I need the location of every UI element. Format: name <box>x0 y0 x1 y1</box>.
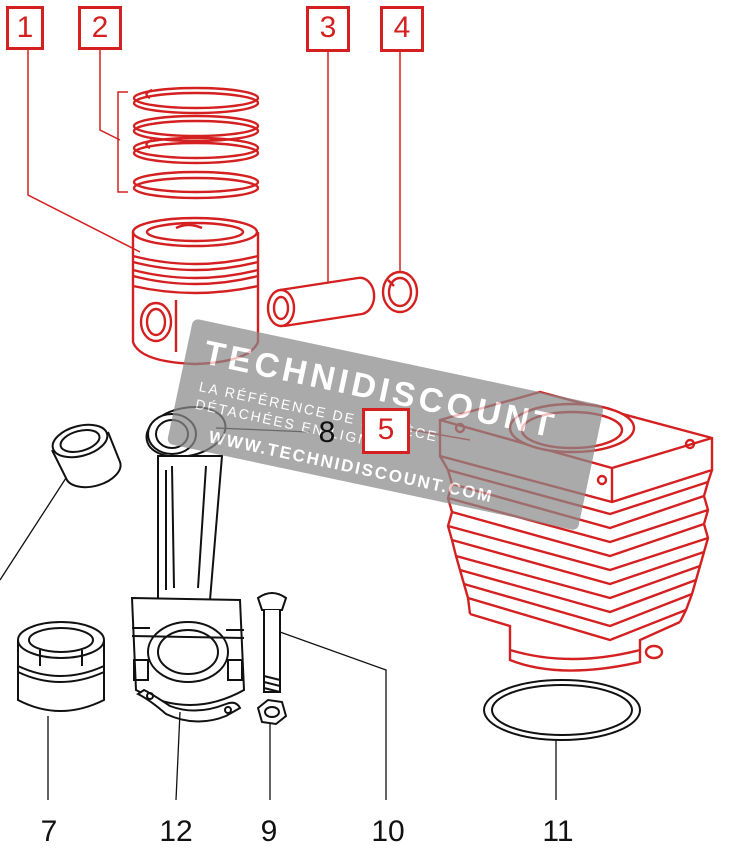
con-rod-bolt <box>256 592 288 693</box>
circlip <box>381 270 419 314</box>
callout-3: 3 <box>306 6 350 52</box>
con-rod-nut <box>256 698 288 726</box>
callout-1: 1 <box>6 6 44 50</box>
callout-9: 9 <box>260 815 278 848</box>
callout-11: 11 <box>542 815 574 848</box>
callout-10: 10 <box>371 815 405 848</box>
callout-2: 2 <box>78 6 122 50</box>
callout-8: 8 <box>318 416 336 449</box>
big-end-bearing <box>17 621 105 712</box>
callout-7: 7 <box>40 815 58 848</box>
callout-5: 5 <box>362 408 410 454</box>
piston-rings <box>117 86 260 200</box>
piston-pin <box>266 276 376 328</box>
small-end-bushing <box>51 423 122 489</box>
callout-4: 4 <box>380 6 424 52</box>
callout-12: 12 <box>159 815 193 848</box>
cylinder-base-gasket <box>483 679 641 741</box>
